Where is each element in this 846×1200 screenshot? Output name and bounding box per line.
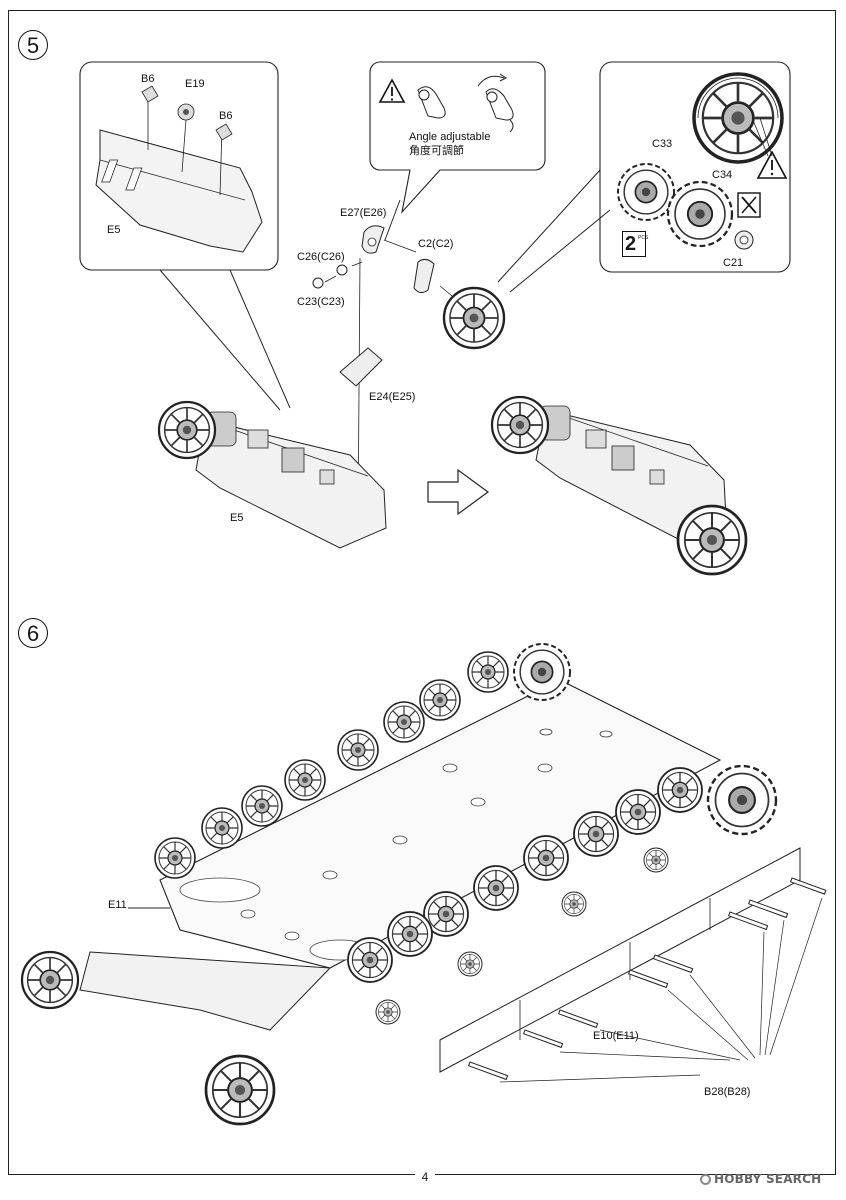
- inset-hull-plate: [79, 61, 279, 271]
- step-number-5: 5: [18, 30, 48, 60]
- arm-part-icon: [417, 86, 446, 119]
- assembly-arrow-icon: [427, 468, 490, 516]
- rotate-arrow-icon: [477, 73, 514, 133]
- label-c33: C33: [652, 138, 673, 150]
- label-e19: E19: [185, 78, 205, 90]
- label-e24: E24(E25): [369, 391, 416, 403]
- label-e11: E11: [108, 899, 127, 911]
- label-b28: B28(B28): [704, 1086, 751, 1098]
- inset-wheel-parts: [599, 62, 790, 273]
- label-b6-left: B6: [141, 73, 155, 85]
- label-c2: C2(C2): [418, 238, 454, 250]
- warning-icon: [751, 117, 788, 179]
- suspension-unit-before: [195, 411, 387, 549]
- label-e5-main: E5: [230, 512, 244, 524]
- step-number-6: 6: [18, 618, 48, 648]
- label-b6-right: B6: [219, 110, 233, 122]
- callout-text-ja: 角度可調節: [409, 144, 464, 157]
- label-e27: E27(E26): [340, 207, 387, 219]
- road-wheel: [444, 288, 504, 348]
- pcs-unit: PCS: [638, 235, 649, 241]
- page-number: 4: [415, 1170, 435, 1184]
- label-c34: C34: [712, 169, 733, 181]
- warning-icon: [378, 78, 406, 103]
- hull-bottom-assembly: [79, 679, 827, 1083]
- pcs-count: 2: [625, 233, 637, 255]
- no-glue-icon: [737, 192, 761, 218]
- callout-text-en: Angle adjustable: [409, 131, 491, 143]
- label-c21: C21: [723, 257, 744, 269]
- road-wheel: [159, 402, 215, 458]
- label-e10: E10(E11): [593, 1030, 639, 1042]
- label-c23: C23(C23): [297, 296, 345, 308]
- pcs-badge: 2 PCS: [622, 231, 649, 257]
- watermark: HOBBY SEARCH: [700, 1172, 821, 1186]
- road-wheel: [678, 506, 746, 574]
- label-e5-inset: E5: [107, 224, 121, 236]
- watermark-text: HOBBY SEARCH: [714, 1172, 822, 1186]
- hobby-search-logo-icon: [700, 1174, 711, 1185]
- label-c26: C26(C26): [297, 251, 345, 263]
- suspension-arm-parts: [312, 225, 453, 529]
- road-wheel: [492, 397, 548, 453]
